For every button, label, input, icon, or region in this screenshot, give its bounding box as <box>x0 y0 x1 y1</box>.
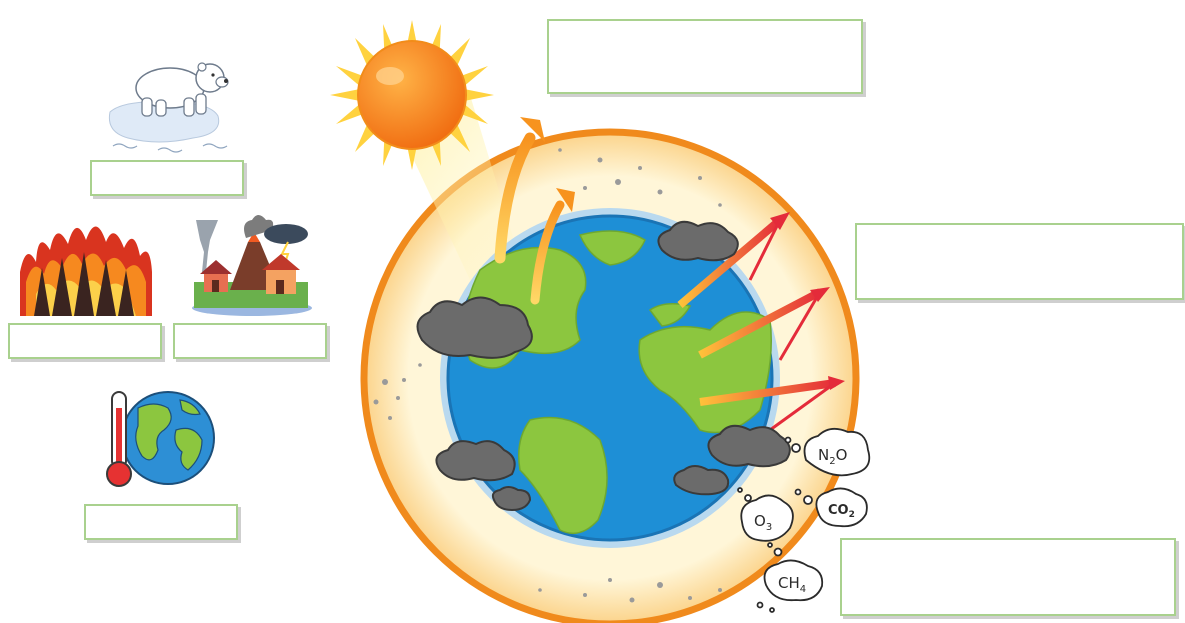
sun-icon <box>330 20 494 170</box>
ch4-label: CH4 <box>778 574 806 595</box>
n2o-label: N2O <box>818 446 847 467</box>
ch4-bubble <box>763 559 824 602</box>
greenhouse-gas-bubbles <box>737 427 871 613</box>
co2-bubble <box>815 487 868 528</box>
reflected-radiation-arrows <box>494 117 575 305</box>
thermometer-label-box[interactable] <box>84 504 238 540</box>
natural-disaster-icon <box>192 215 312 316</box>
gases-label-box[interactable] <box>840 538 1176 616</box>
atmosphere-particles <box>373 148 722 603</box>
trapped-heat-arrows <box>677 212 845 432</box>
co2-label: CO2 <box>828 503 855 520</box>
pollution-clouds <box>416 220 791 512</box>
o3-label: O3 <box>754 512 772 533</box>
polar-bear-label-box[interactable] <box>90 160 244 196</box>
sun-label-box[interactable] <box>547 19 863 94</box>
radiation-label-box[interactable] <box>855 223 1184 300</box>
gas-formula-labels: N2O CO2 O3 CH4 <box>754 446 855 595</box>
wildfire-icon <box>20 226 152 316</box>
wildfire-label-box[interactable] <box>8 323 162 359</box>
n2o-bubble <box>803 427 871 477</box>
polar-bear-icon <box>108 62 229 153</box>
o3-bubble <box>740 494 794 542</box>
thermometer-globe-icon <box>106 391 215 487</box>
disaster-label-box[interactable] <box>173 323 327 359</box>
greenhouse-diagram: N2O CO2 O3 CH4 <box>330 20 871 623</box>
